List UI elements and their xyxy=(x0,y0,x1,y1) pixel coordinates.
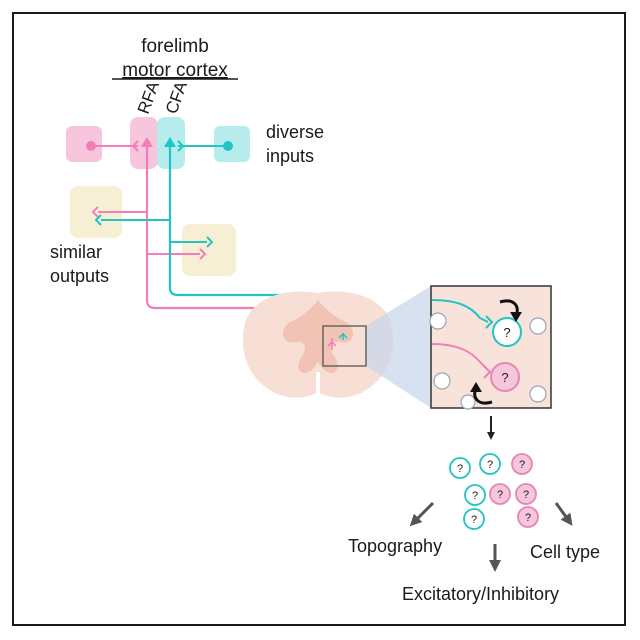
cluster-neuron-pink xyxy=(515,483,537,505)
arrow-topography xyxy=(409,501,435,527)
figure-frame xyxy=(12,12,626,626)
cluster-neuron-pink xyxy=(489,483,511,505)
arrow-cell-type xyxy=(554,502,573,526)
outputs-label-line-2: outputs xyxy=(50,266,109,286)
rfa-input-neuron xyxy=(86,141,96,151)
neuron-cluster: ? ? ? ? ? ? ? ? xyxy=(449,453,539,530)
inset-cfa-axon xyxy=(431,299,489,323)
inset-rfa-axon xyxy=(431,343,489,371)
title-line-1: forelimb xyxy=(141,36,209,57)
cfa-collateral-right-terminal xyxy=(206,236,214,248)
cluster-question-mark: ? xyxy=(525,512,531,524)
inset-neuron-bg xyxy=(460,394,476,410)
cluster-neuron-teal xyxy=(479,453,501,475)
cluster-neuron-pink xyxy=(517,506,539,528)
rfa-input-box xyxy=(66,126,102,162)
cfa-soma xyxy=(164,137,176,147)
inputs-label-line-1: diverse xyxy=(266,122,324,142)
rfa-label: RFA xyxy=(134,78,163,116)
output-box-left xyxy=(70,186,122,238)
topography-label: Topography xyxy=(348,536,442,556)
cluster-neuron-teal xyxy=(463,508,485,530)
inset-neuron-bg xyxy=(433,372,451,390)
cluster-question-mark: ? xyxy=(519,459,525,471)
outputs-label-line-1: similar xyxy=(50,242,102,262)
cluster-question-mark: ? xyxy=(487,459,493,471)
cfa-collateral-left-terminal xyxy=(94,214,102,226)
inset-question-mark: ? xyxy=(503,325,510,340)
inset-neuron-bg xyxy=(429,312,447,330)
inset-target-neuron-cfa xyxy=(492,317,522,347)
cfa-label: CFA xyxy=(162,78,191,116)
cfa-input-neuron xyxy=(223,141,233,151)
inset-target-neuron-rfa xyxy=(490,362,520,392)
cluster-question-mark: ? xyxy=(457,463,463,475)
zoom-projection xyxy=(366,286,431,408)
inset-question-mark: ? xyxy=(501,370,508,385)
inset-neuron-bg xyxy=(529,385,547,403)
exc-inh-label: Excitatory/Inhibitory xyxy=(402,584,559,604)
cell-type-label: Cell type xyxy=(530,542,600,562)
rfa-soma xyxy=(141,137,153,147)
cluster-neuron-pink xyxy=(511,453,533,475)
cluster-question-mark: ? xyxy=(523,489,529,501)
rfa-input-synapse xyxy=(131,140,139,152)
cluster-neuron-teal xyxy=(464,484,486,506)
title-line-2: motor cortex xyxy=(122,60,228,81)
spinal-cord xyxy=(242,291,394,398)
inset-panel: ? ? xyxy=(429,285,552,410)
zoom-region xyxy=(322,325,367,367)
cluster-neuron-teal xyxy=(449,457,471,479)
cfa-input-synapse xyxy=(177,140,185,152)
rfa-collateral-right-terminal xyxy=(199,248,207,260)
inputs-label-line-2: inputs xyxy=(266,146,314,166)
spinal-median-fissure xyxy=(316,372,320,398)
output-box-right xyxy=(182,224,236,276)
inset-neuron-bg xyxy=(529,317,547,335)
cluster-question-mark: ? xyxy=(472,490,478,502)
cluster-question-mark: ? xyxy=(471,514,477,526)
cluster-question-mark: ? xyxy=(497,489,503,501)
spinal-gray-matter xyxy=(282,300,354,373)
rfa-collateral-left-terminal xyxy=(91,206,99,218)
